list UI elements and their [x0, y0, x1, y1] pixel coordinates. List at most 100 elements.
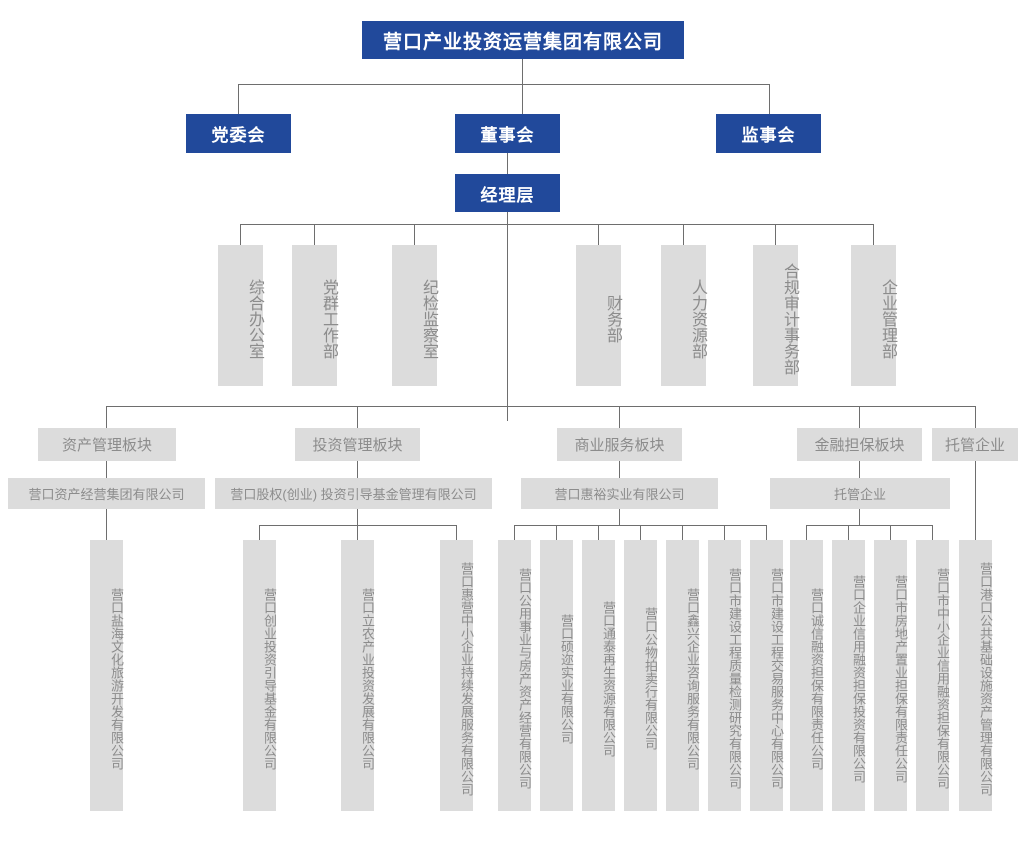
connector-sector-commercial-to-company	[619, 461, 620, 478]
subsidiary-linong-industry-investment[interactable]: 营口立农产业投资发展有限公司	[341, 540, 375, 811]
subsidiary-port-public-infrastructure-asset[interactable]: 营口港口公共基础设施资产管理有限公司	[959, 540, 993, 811]
governance-label: 董事会	[480, 126, 535, 145]
governance-label: 党委会	[211, 126, 266, 145]
sector-label: 投资管理板块	[312, 437, 403, 454]
subsidiary-enterprise-credit-guarantee-investment[interactable]: 营口企业信用融资担保投资有限公司	[832, 540, 866, 811]
sector-label: 资产管理板块	[61, 437, 152, 454]
subsidiary-sme-credit-financing-guarantee[interactable]: 营口市中小企业信用融资担保有限公司	[916, 540, 950, 811]
department-enterprise-management[interactable]: 企业管理部	[851, 245, 896, 386]
connector-root-down	[522, 59, 523, 84]
sector-trusteeship-enterprise[interactable]: 托管企业	[932, 428, 1018, 461]
subsidiary-label: 营口鑫兴企业咨询服务有限公司	[685, 587, 700, 770]
department-general-office[interactable]: 综合办公室	[218, 245, 263, 386]
governance-node-board-of-supervisors[interactable]: 监事会	[716, 114, 821, 153]
company-huiyu-industrial[interactable]: 营口惠裕实业有限公司	[521, 478, 718, 509]
governance-node-party-committee[interactable]: 党委会	[186, 114, 291, 153]
connector-invest-sub-3	[456, 525, 457, 540]
subsidiary-tongtai-renewable-resources[interactable]: 营口通泰再生资源有限公司	[582, 540, 616, 811]
connector-commercial-sub-5	[682, 525, 683, 540]
subsidiary-label: 营口市房地产置业担保有限责任公司	[893, 574, 908, 783]
sector-investment-management[interactable]: 投资管理板块	[295, 428, 420, 461]
department-label: 合规审计事务部	[781, 262, 798, 375]
department-compliance-audit[interactable]: 合规审计事务部	[753, 245, 798, 386]
connector-commercial-sub-1	[514, 525, 515, 540]
department-label: 综合办公室	[246, 278, 263, 359]
subsidiary-construction-quality-testing[interactable]: 营口市建设工程质量检测研究有限公司	[708, 540, 742, 811]
connector-finance-sub-2	[848, 525, 849, 540]
connector-sector-finance-to-company	[859, 461, 860, 478]
subsidiary-shuoer-industrial[interactable]: 营口硕迩实业有限公司	[540, 540, 574, 811]
sector-label: 商业服务板块	[574, 437, 665, 454]
connector-to-department-general-office	[240, 224, 241, 245]
connector-to-sector-commercial	[619, 406, 620, 428]
department-finance[interactable]: 财务部	[576, 245, 621, 386]
connector-to-department-finance	[598, 224, 599, 245]
subsidiary-public-utility-property[interactable]: 营口公用事业与房产资产经营有限公司	[498, 540, 532, 811]
connector-commercial-sub-3	[598, 525, 599, 540]
subsidiary-construction-trading-center[interactable]: 营口市建设工程交易服务中心有限公司	[750, 540, 784, 811]
root-node[interactable]: 营口产业投资运营集团有限公司	[362, 21, 684, 59]
subsidiary-label: 营口硕迩实业有限公司	[559, 613, 574, 744]
department-human-resources[interactable]: 人力资源部	[661, 245, 706, 386]
company-trusteeship-enterprise[interactable]: 托管企业	[770, 478, 950, 509]
connector-commercial-sub-4	[640, 525, 641, 540]
subsidiary-xinxing-enterprise-consulting[interactable]: 营口鑫兴企业咨询服务有限公司	[666, 540, 700, 811]
department-label: 人力资源部	[689, 278, 706, 359]
company-label: 托管企业	[833, 487, 886, 502]
connector-governance-bus	[238, 84, 770, 85]
connector-commercial-sub-6	[724, 525, 725, 540]
connector-to-sector-asset	[106, 406, 107, 428]
connector-sector-investment-to-company	[357, 461, 358, 478]
root-label: 营口产业投资运营集团有限公司	[382, 31, 663, 53]
connector-to-sector-investment	[357, 406, 358, 428]
department-party-work[interactable]: 党群工作部	[292, 245, 337, 386]
subsidiary-real-estate-guarantee[interactable]: 营口市房地产置业担保有限责任公司	[874, 540, 908, 811]
connector-sector-bus	[106, 406, 975, 407]
connector-finance-sub-3	[890, 525, 891, 540]
subsidiary-venture-investment-fund[interactable]: 营口创业投资引导基金有限公司	[243, 540, 277, 811]
management-node[interactable]: 经理层	[455, 174, 560, 212]
connector-board-to-management	[507, 153, 508, 174]
connector-finance-company-down	[859, 509, 860, 525]
subsidiary-label: 营口市建设工程交易服务中心有限公司	[769, 568, 784, 789]
subsidiary-label: 营口通泰再生资源有限公司	[601, 600, 616, 757]
subsidiary-label: 营口惠营中小企业持续发展服务有限公司	[459, 561, 474, 796]
subsidiary-label: 营口创业投资引导基金有限公司	[262, 587, 277, 770]
management-label: 经理层	[480, 185, 535, 205]
subsidiary-label: 营口公物拍卖行有限公司	[643, 607, 658, 750]
subsidiary-label: 营口市中小企业信用融资担保有限公司	[935, 568, 950, 789]
governance-node-board-of-directors[interactable]: 董事会	[455, 114, 560, 153]
connector-commercial-sub-7	[766, 525, 767, 540]
subsidiary-yanhai-culture-tourism[interactable]: 营口盐海文化旅游开发有限公司	[90, 540, 124, 811]
connector-asset-company-to-sub	[106, 509, 107, 540]
connector-commercial-company-down	[619, 509, 620, 525]
subsidiary-label: 营口企业信用融资担保投资有限公司	[851, 574, 866, 783]
connector-sector-asset-to-company	[106, 461, 107, 478]
sector-label: 金融担保板块	[814, 437, 905, 454]
department-discipline-inspection[interactable]: 纪检监察室	[392, 245, 437, 386]
connector-commercial-sub-2	[556, 525, 557, 540]
connector-to-department-discipline	[414, 224, 415, 245]
sector-asset-management[interactable]: 资产管理板块	[38, 428, 176, 461]
subsidiary-chengxin-financing-guarantee[interactable]: 营口诚信融资担保有限责任公司	[790, 540, 824, 811]
subsidiary-label: 营口立农产业投资发展有限公司	[360, 587, 375, 770]
connector-to-department-enterprise-mgmt	[873, 224, 874, 245]
subsidiary-public-property-auction[interactable]: 营口公物拍卖行有限公司	[624, 540, 658, 811]
subsidiary-huiying-sme-service[interactable]: 营口惠营中小企业持续发展服务有限公司	[440, 540, 474, 811]
sector-financial-guarantee[interactable]: 金融担保板块	[797, 428, 922, 461]
connector-finance-sub-bus	[806, 525, 933, 526]
connector-invest-sub-2	[357, 525, 358, 540]
company-label: 营口资产经营集团有限公司	[28, 487, 185, 502]
company-asset-operation-group[interactable]: 营口资产经营集团有限公司	[8, 478, 205, 509]
sector-commercial-service[interactable]: 商业服务板块	[557, 428, 682, 461]
governance-label: 监事会	[741, 126, 796, 145]
connector-management-spine	[507, 212, 508, 421]
connector-to-party-committee	[238, 84, 239, 114]
department-label: 党群工作部	[320, 278, 337, 359]
connector-finance-sub-4	[932, 525, 933, 540]
company-equity-venture-fund[interactable]: 营口股权(创业) 投资引导基金管理有限公司	[215, 478, 492, 509]
company-label: 营口惠裕实业有限公司	[554, 487, 685, 502]
department-label: 纪检监察室	[420, 278, 437, 359]
connector-department-bus	[240, 224, 873, 225]
